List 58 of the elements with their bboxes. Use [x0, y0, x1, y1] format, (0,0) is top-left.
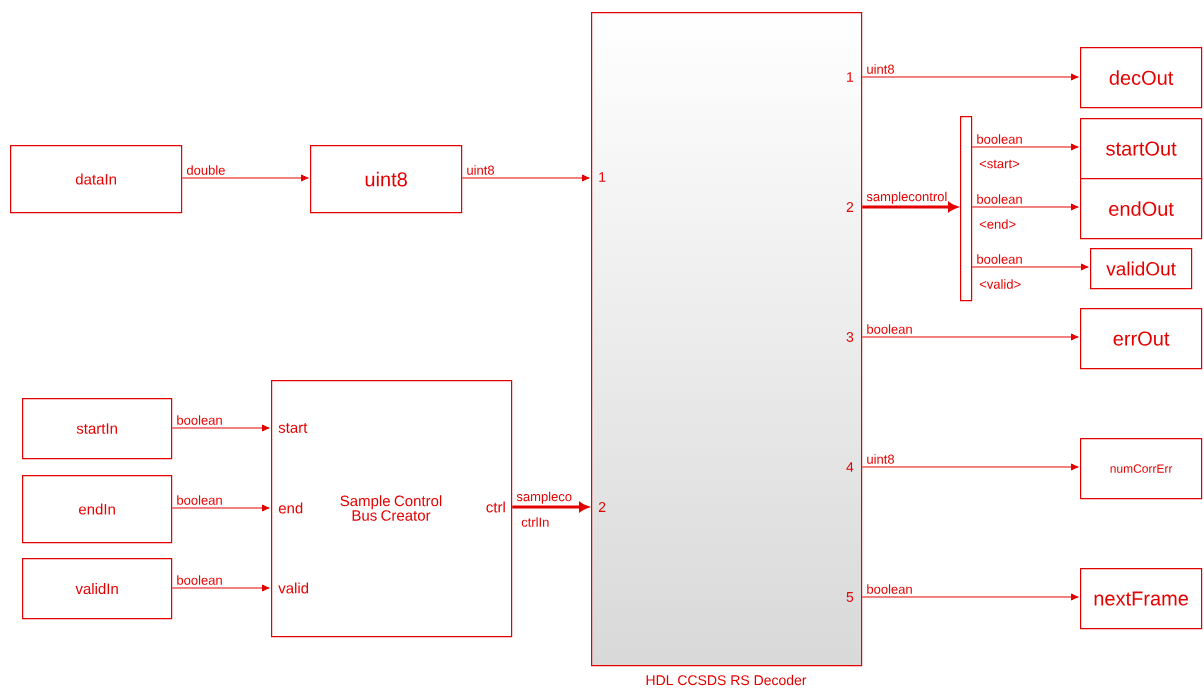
port-number: 1 — [847, 72, 854, 82]
signal-label: ctrlIn — [521, 517, 549, 527]
port-number: 3 — [846, 332, 854, 342]
arrow — [171, 504, 270, 512]
arrow — [971, 203, 1079, 211]
edge-label: boolean — [977, 134, 1022, 144]
bus-selector-bar — [960, 116, 973, 302]
edge-label: double — [186, 165, 225, 175]
edge-label: boolean — [177, 495, 222, 505]
arrow — [971, 143, 1079, 151]
block: numCorrErr — [1080, 438, 1203, 500]
edge-label: sampleco — [516, 491, 572, 504]
block: startOut — [1080, 118, 1203, 180]
arrow — [171, 584, 270, 592]
block: endIn — [22, 475, 173, 544]
block: validIn — [22, 558, 173, 620]
arrow — [171, 424, 270, 432]
edge-label: uint8 — [467, 165, 495, 175]
edge-label: uint8 — [867, 64, 895, 74]
arrow — [861, 593, 1079, 601]
edge-label: boolean — [867, 584, 912, 594]
block: startIn — [22, 398, 173, 460]
arrow — [861, 463, 1079, 471]
block-label: Sample Control Bus Creator — [340, 495, 442, 521]
edge-label: samplecontrol — [866, 191, 947, 204]
block: decOut — [1080, 47, 1203, 109]
arrow — [862, 202, 958, 212]
block: errOut — [1080, 308, 1203, 370]
port-number: 5 — [846, 592, 854, 602]
port-number: 4 — [846, 462, 854, 472]
block: endOut — [1080, 178, 1203, 240]
arrow — [971, 263, 1089, 271]
port-label: start — [278, 423, 308, 433]
edge-label: boolean — [977, 254, 1022, 264]
block: validOut — [1090, 248, 1193, 290]
edge-label: boolean — [867, 324, 912, 334]
port-number: 2 — [598, 502, 606, 512]
port-label: ctrl — [486, 501, 505, 513]
port-label: end — [278, 502, 303, 514]
block: nextFrame — [1080, 568, 1203, 630]
edge-label: boolean — [177, 575, 222, 585]
port-number: 2 — [846, 202, 854, 212]
arrow — [861, 333, 1079, 341]
arrow — [181, 174, 309, 182]
signal-label: <start> — [979, 159, 1020, 169]
edge-label: boolean — [977, 194, 1022, 204]
signal-label: <end> — [979, 219, 1016, 229]
block-name: HDL CCSDS RS Decoder — [646, 674, 807, 686]
edge-label: uint8 — [867, 454, 895, 464]
port-label: valid — [278, 582, 309, 594]
block: uint8 — [310, 145, 463, 214]
arrow — [461, 174, 590, 182]
port-number: 1 — [599, 172, 606, 182]
arrow — [861, 73, 1079, 81]
arrow — [512, 502, 589, 512]
signal-label: <valid> — [979, 279, 1021, 289]
edge-label: boolean — [177, 415, 222, 425]
block: dataIn — [10, 145, 183, 214]
